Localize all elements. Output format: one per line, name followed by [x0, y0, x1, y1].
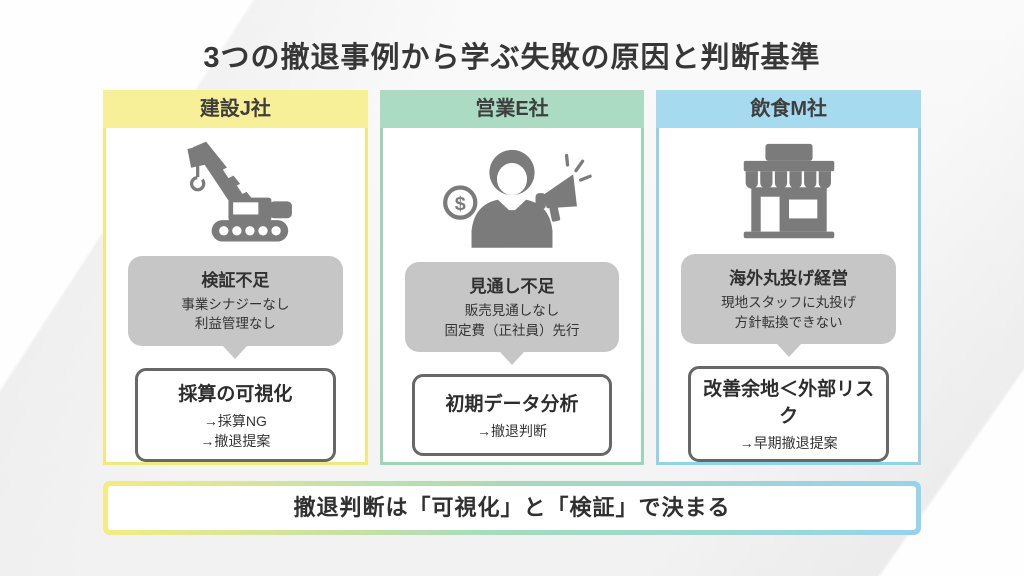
case-header-restaurant: 飲食M社	[656, 90, 922, 128]
case-body-restaurant: 海外丸投げ経営 現地スタッフに丸投げ 方針転換できない 改善余地＜外部リスク →…	[656, 128, 922, 465]
case-header-construction: 建設J社	[103, 90, 368, 128]
conclusion-text: 撤退判断は「可視化」と「検証」で決まる	[108, 486, 916, 530]
crane-icon	[128, 140, 343, 246]
conclusion-banner: 撤退判断は「可視化」と「検証」で決まる	[103, 481, 921, 535]
case-body-construction: 検証不足 事業シナジーなし 利益管理なし 採算の可視化 →採算NG →撤退提案	[103, 128, 368, 465]
cause-line: 販売見通しなし	[464, 303, 560, 318]
cause-callout: 海外丸投げ経営 現地スタッフに丸投げ 方針転換できない	[681, 254, 897, 345]
callout-pointer	[223, 345, 248, 359]
criteria-line: →撤退判断	[477, 422, 547, 439]
case-columns: 建設J社	[103, 90, 922, 465]
criteria-box: 改善余地＜外部リスク →早期撤退提案	[688, 366, 890, 462]
callout-pointer	[500, 352, 524, 366]
case-card-construction: 建設J社	[103, 90, 368, 465]
cause-title: 海外丸投げ経営	[729, 269, 849, 288]
case-body-sales: $ 見通し不足 販売見通しなし 固定費（正社員）先行	[379, 128, 645, 465]
criteria-title: 初期データ分析	[445, 393, 579, 415]
criteria-box: 初期データ分析 →撤退判断	[411, 374, 613, 457]
criteria-box: 採算の可視化 →採算NG →撤退提案	[135, 367, 336, 462]
criteria-line: →撤退提案	[200, 432, 271, 449]
cause-callout: 見通し不足 販売見通しなし 固定費（正社員）先行	[404, 262, 620, 353]
case-header-sales: 営業E社	[379, 90, 645, 128]
salesperson-icon: $	[405, 140, 620, 252]
cause-line: 事業シナジーなし	[181, 296, 290, 312]
cause-line: 方針転換できない	[734, 314, 843, 330]
callout-pointer	[776, 344, 801, 358]
criteria-line: →採算NG	[203, 412, 267, 429]
cause-callout: 検証不足 事業シナジーなし 利益管理なし	[128, 255, 343, 346]
cause-title: 検証不足	[201, 270, 270, 290]
case-card-restaurant: 飲食M社	[656, 90, 922, 465]
criteria-line: →早期撤退提案	[739, 435, 838, 452]
svg-text:$: $	[455, 193, 466, 215]
cause-line: 利益管理なし	[194, 316, 276, 332]
case-card-sales: 営業E社 $	[379, 90, 645, 465]
criteria-title: 改善余地＜外部リスク	[703, 379, 875, 428]
criteria-title: 採算の可視化	[178, 383, 293, 405]
storefront-icon	[681, 140, 896, 244]
cause-line: 固定費（正社員）先行	[444, 322, 580, 338]
cause-title: 見通し不足	[469, 277, 555, 296]
page-title: 3つの撤退事例から学ぶ失敗の原因と判断基準	[203, 42, 821, 74]
cause-line: 現地スタッフに丸投げ	[721, 295, 857, 310]
